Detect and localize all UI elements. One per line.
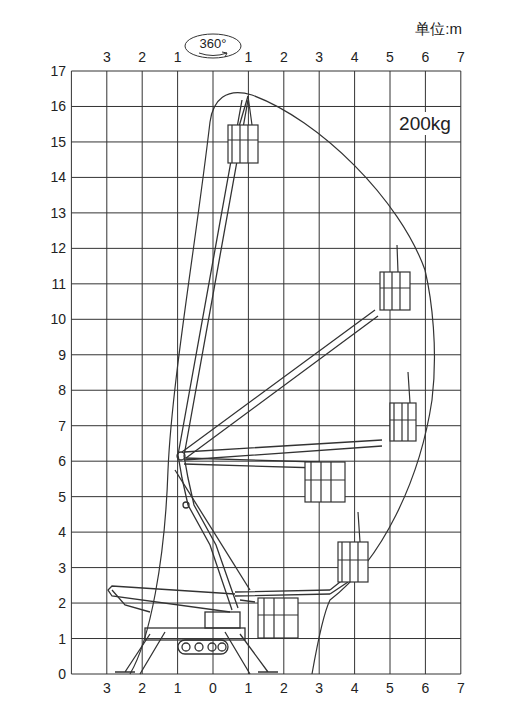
- axis-number: 1: [58, 632, 66, 646]
- axis-number: 1: [245, 50, 253, 64]
- grid-line: [71, 496, 460, 497]
- axis-number: 6: [58, 454, 66, 468]
- axis-number: 1: [174, 681, 182, 695]
- axis-number: 12: [50, 241, 66, 255]
- grid-line: [460, 71, 461, 674]
- grid-line: [71, 567, 460, 568]
- axis-number: 5: [58, 490, 66, 504]
- axis-number: 1: [174, 50, 182, 64]
- axis-number: 6: [422, 681, 430, 695]
- grid-line: [71, 106, 460, 107]
- grid-line: [425, 71, 426, 674]
- grid-line: [71, 532, 460, 533]
- grid-line: [71, 354, 460, 355]
- rotation-label: 360°: [200, 37, 227, 50]
- grid-line: [354, 71, 355, 674]
- axis-number: 3: [315, 681, 323, 695]
- unit-note: 单位:m: [415, 21, 462, 36]
- load-capacity: 200kg: [396, 112, 454, 135]
- axis-number: 3: [103, 50, 111, 64]
- grid-line: [142, 71, 143, 674]
- axis-number: 11: [51, 277, 66, 291]
- lift-machine: [108, 96, 382, 674]
- axis-number: 9: [58, 348, 66, 362]
- axis-number: 17: [50, 64, 66, 78]
- axis-number: 3: [315, 50, 323, 64]
- grid: [71, 71, 460, 674]
- grid-line: [71, 71, 460, 72]
- axis-number: 2: [280, 681, 288, 695]
- axis-number: 4: [58, 525, 66, 539]
- axis-number: 7: [457, 50, 465, 64]
- axis-number: 15: [50, 135, 66, 149]
- axis-number: 3: [103, 681, 111, 695]
- working-envelope: [130, 93, 434, 674]
- axis-number: 5: [386, 681, 394, 695]
- axis-number: 6: [422, 50, 430, 64]
- axis-number: 8: [58, 383, 66, 397]
- axis-number: 13: [50, 206, 66, 220]
- axis-number: 14: [50, 170, 66, 184]
- axis-number: 0: [58, 667, 66, 681]
- axis-number: 3: [58, 561, 66, 575]
- axis-number: 4: [351, 681, 359, 695]
- grid-line: [71, 71, 72, 674]
- axis-number: 2: [138, 681, 146, 695]
- axis-number: 1: [245, 681, 253, 695]
- grid-line: [390, 71, 391, 674]
- axis-number: 4: [351, 50, 359, 64]
- axis-number: 7: [58, 419, 66, 433]
- grid-line: [106, 71, 107, 674]
- rotation-ellipse: 360°: [184, 33, 242, 59]
- axis-number: 2: [138, 50, 146, 64]
- axis-number: 2: [280, 50, 288, 64]
- axis-number: 7: [457, 681, 465, 695]
- axis-number: 2: [58, 596, 66, 610]
- grid-line: [71, 248, 460, 249]
- axis-number: 16: [50, 99, 66, 113]
- grid-line: [319, 71, 320, 674]
- axis-number: 5: [386, 50, 394, 64]
- grid-line: [71, 177, 460, 178]
- grid-line: [71, 141, 460, 142]
- grid-line: [213, 71, 214, 674]
- grid-line: [71, 212, 460, 213]
- axis-number: 10: [50, 312, 66, 326]
- axis-number: 0: [209, 681, 217, 695]
- grid-line: [283, 71, 284, 674]
- grid-line: [71, 319, 460, 320]
- platform-baskets: [228, 96, 416, 638]
